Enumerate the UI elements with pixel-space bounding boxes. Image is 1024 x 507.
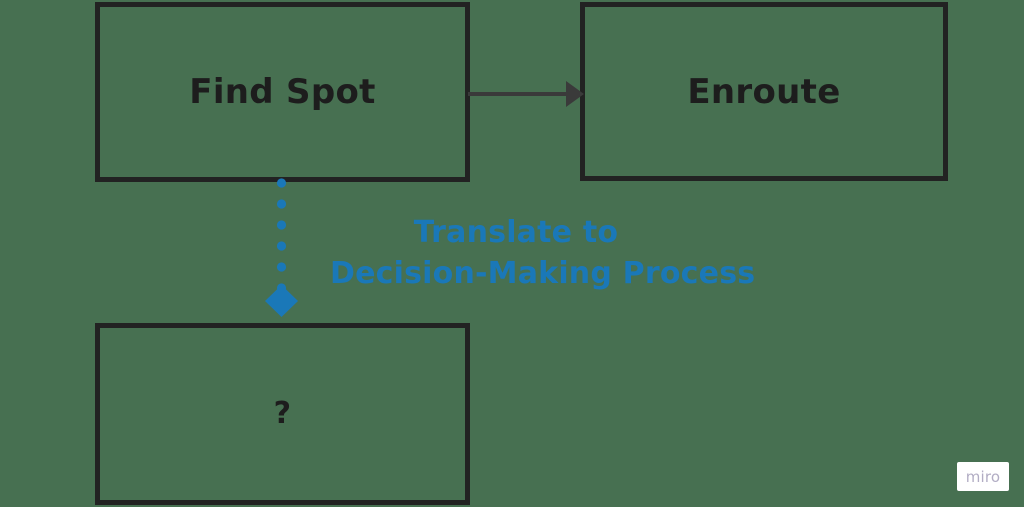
miro-watermark: miro xyxy=(957,462,1009,491)
arrowhead-icon xyxy=(566,81,584,107)
node-question[interactable]: ? xyxy=(95,323,470,505)
connector-dot xyxy=(276,262,287,272)
connector-dot xyxy=(276,199,287,209)
node-find-spot-label: Find Spot xyxy=(189,72,376,112)
node-find-spot[interactable]: Find Spot xyxy=(95,2,470,182)
connector-dot xyxy=(276,178,287,188)
annotation-text: Translate to Decision-Making Process xyxy=(330,212,756,295)
annotation-line-1: Translate to xyxy=(413,215,619,250)
miro-watermark-label: miro xyxy=(965,467,1001,486)
annotation-line-2: Decision-Making Process xyxy=(330,256,756,292)
connector-dot xyxy=(276,220,287,230)
node-enroute-label: Enroute xyxy=(687,71,841,112)
connector-find-spot-to-enroute[interactable] xyxy=(468,70,584,118)
diamond-endpoint-icon xyxy=(265,285,298,317)
node-question-label: ? xyxy=(273,396,292,431)
node-enroute[interactable]: Enroute xyxy=(580,2,948,181)
connector-dot xyxy=(276,241,287,251)
connector-find-spot-to-question[interactable] xyxy=(262,176,302,321)
